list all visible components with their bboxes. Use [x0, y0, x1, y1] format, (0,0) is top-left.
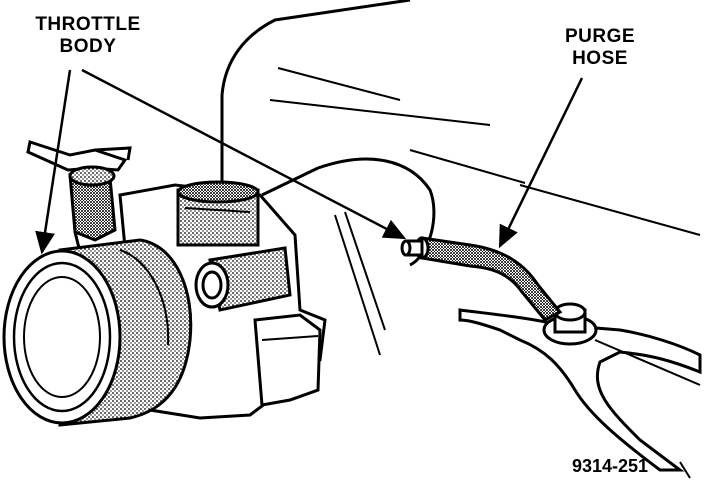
purge-hose-label: PURGE HOSE: [540, 26, 660, 70]
throttle-body-arrow-2: [81, 68, 407, 240]
purge-hose: [400, 236, 563, 322]
side-fitting: [194, 246, 292, 312]
figure-code: 9314-251: [572, 456, 649, 476]
purge-hose-arrow: [498, 77, 584, 249]
throttle-body-label-line2: BODY: [59, 36, 117, 57]
throttle-body-label-line1: THROTTLE: [35, 14, 141, 35]
throttle-bore: [2, 238, 193, 427]
mounting-bracket: [458, 308, 702, 472]
bracket-bolt: [542, 302, 598, 346]
purge-hose-label-line2: HOSE: [572, 48, 628, 69]
engine-housing: [220, 0, 701, 356]
linkage-arm: [26, 140, 132, 261]
throttle-body-label: THROTTLE BODY: [18, 14, 158, 58]
leader-lines: [35, 68, 691, 479]
throttle-body-arrow-1: [35, 69, 72, 255]
purge-hose-label-line1: PURGE: [564, 26, 636, 47]
throttle-position-sensor: [176, 180, 260, 247]
